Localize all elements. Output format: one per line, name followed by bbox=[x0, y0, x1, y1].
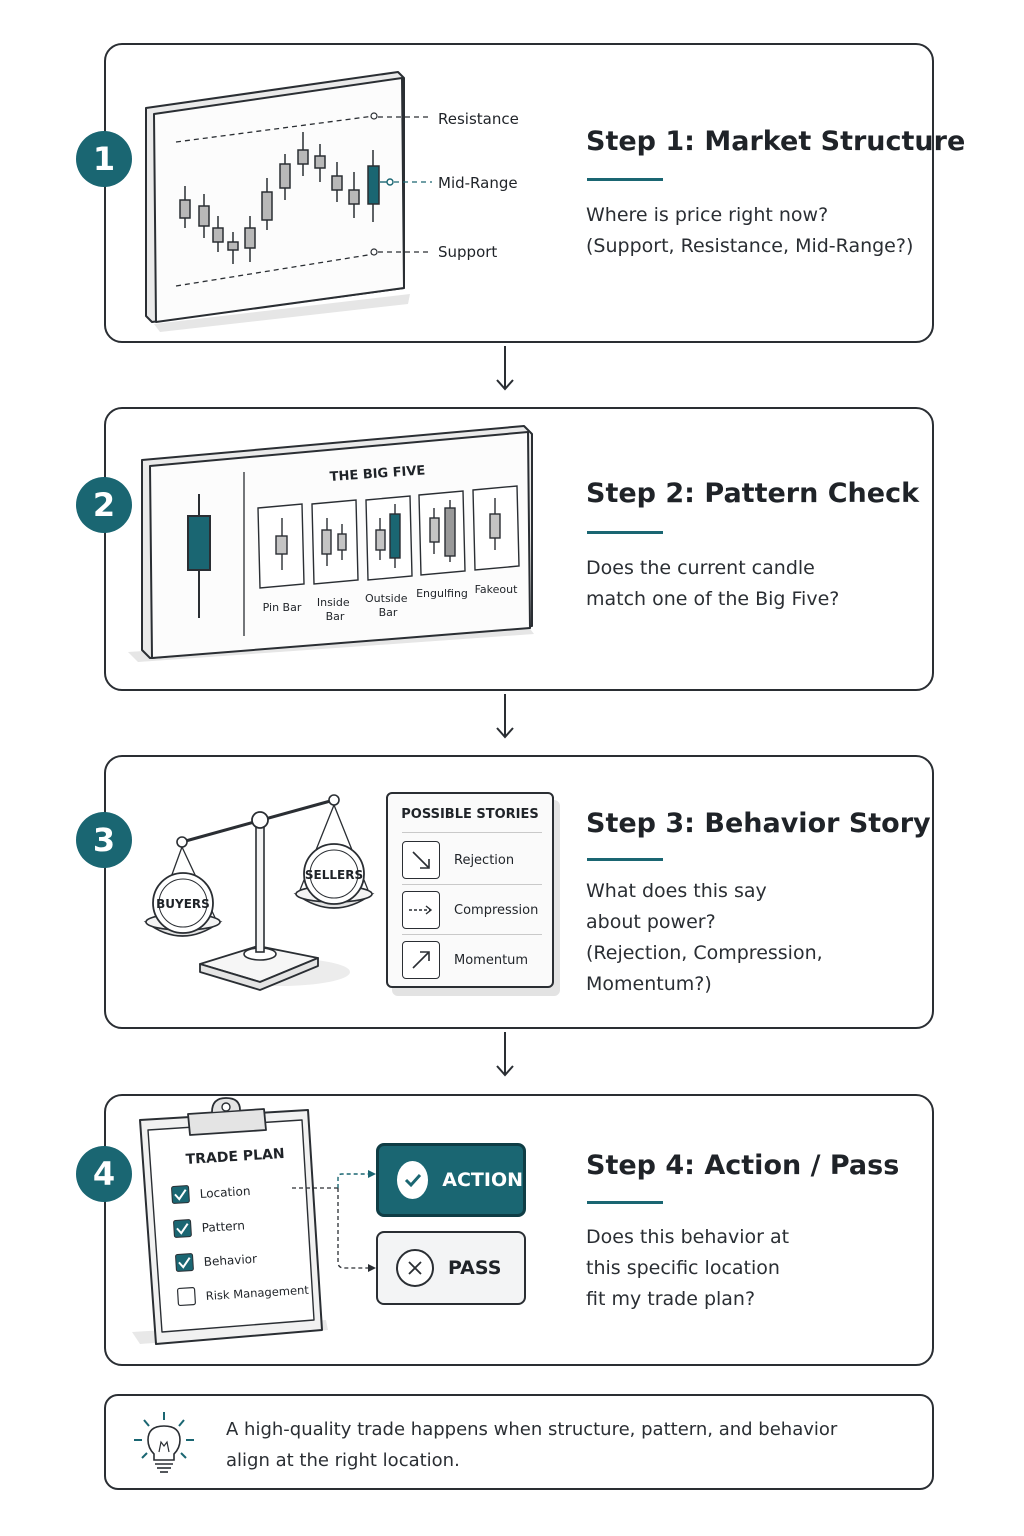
arrow-down-icon bbox=[496, 346, 514, 391]
big-five-illustration: THE BIG FIVE Pin Bar Inside Bar Outside … bbox=[128, 425, 534, 662]
plan-item-pattern: Pattern bbox=[201, 1218, 245, 1235]
lightbulb-icon bbox=[134, 1412, 194, 1473]
candles bbox=[179, 132, 380, 264]
clipboard-illustration: TRADE PLAN Location Pattern Behavior Ris… bbox=[132, 1097, 328, 1345]
checkbox-pattern bbox=[173, 1219, 192, 1238]
step-2-title: Step 2: Pattern Check bbox=[586, 478, 920, 509]
market-structure-illustration: Resistance Mid-Range Support bbox=[145, 71, 519, 332]
support-label: Support bbox=[438, 243, 497, 261]
step-4-underline bbox=[587, 1201, 663, 1204]
balance-scale-illustration: BUYERS SELLERS bbox=[143, 794, 375, 991]
step-3-title: Step 3: Behavior Story bbox=[586, 808, 931, 839]
step-1-title: Step 1: Market Structure bbox=[586, 126, 966, 157]
decision-connector bbox=[292, 1170, 376, 1272]
story-rejection: Rejection bbox=[402, 840, 542, 880]
step-2-underline bbox=[587, 531, 663, 534]
story-momentum: Momentum bbox=[402, 940, 542, 980]
pattern-label-engulfing: Engulfing bbox=[416, 587, 468, 600]
pass-button[interactable]: PASS bbox=[376, 1231, 526, 1305]
close-icon bbox=[396, 1249, 434, 1287]
step-4-title: Step 4: Action / Pass bbox=[586, 1150, 900, 1181]
step-4-badge: 4 bbox=[76, 1146, 132, 1202]
sellers-label: SELLERS bbox=[305, 868, 363, 882]
checkbox-behavior bbox=[175, 1253, 194, 1272]
pass-label: PASS bbox=[448, 1257, 502, 1279]
plan-item-behavior: Behavior bbox=[203, 1252, 257, 1269]
dashed-arrow-right-icon bbox=[402, 891, 440, 929]
arrow-up-right-icon bbox=[402, 941, 440, 979]
possible-stories-title: POSSIBLE STORIES bbox=[401, 807, 539, 822]
checkbox-risk-management bbox=[176, 1287, 196, 1307]
tip-text: A high-quality trade happens when struct… bbox=[226, 1419, 838, 1471]
step-2-description: Does the current candle match one of the… bbox=[586, 557, 840, 610]
action-label: ACTION bbox=[442, 1169, 523, 1191]
resistance-label: Resistance bbox=[438, 110, 519, 128]
pattern-label-outside-bar: Outside Bar bbox=[365, 592, 411, 619]
step-3-description: What does this say about power? (Rejecti… bbox=[586, 880, 823, 995]
pattern-label-fakeout: Fakeout bbox=[475, 583, 519, 596]
step-3-underline bbox=[587, 858, 663, 861]
arrow-down-icon bbox=[496, 1032, 514, 1077]
step-3-badge: 3 bbox=[76, 812, 132, 868]
trade-plan-title: TRADE PLAN bbox=[185, 1146, 285, 1168]
arrow-down-icon bbox=[496, 694, 514, 739]
action-button[interactable]: ACTION bbox=[376, 1143, 526, 1217]
plan-item-location: Location bbox=[199, 1184, 251, 1201]
plan-item-risk-management: Risk Management bbox=[205, 1283, 309, 1303]
tip-card: A high-quality trade happens when struct… bbox=[104, 1394, 934, 1490]
step-2-badge: 2 bbox=[76, 477, 132, 533]
checkbox-location bbox=[171, 1185, 190, 1204]
big-five-title: THE BIG FIVE bbox=[329, 463, 426, 485]
step-4-description: Does this behavior at this specific loca… bbox=[586, 1226, 790, 1310]
possible-stories-panel: POSSIBLE STORIES Rejection Compression M… bbox=[386, 792, 554, 988]
pattern-label-pin-bar: Pin Bar bbox=[263, 601, 302, 614]
buyers-label: BUYERS bbox=[156, 897, 210, 911]
arrow-down-right-icon bbox=[402, 841, 440, 879]
step-1-underline bbox=[587, 178, 663, 181]
step-1-badge: 1 bbox=[76, 131, 132, 187]
check-icon bbox=[397, 1161, 429, 1199]
mid-range-label: Mid-Range bbox=[438, 174, 518, 192]
step-1-description: Where is price right now? (Support, Resi… bbox=[586, 204, 914, 257]
pattern-label-inside-bar: Inside Bar bbox=[317, 596, 353, 623]
story-compression: Compression bbox=[402, 890, 542, 930]
